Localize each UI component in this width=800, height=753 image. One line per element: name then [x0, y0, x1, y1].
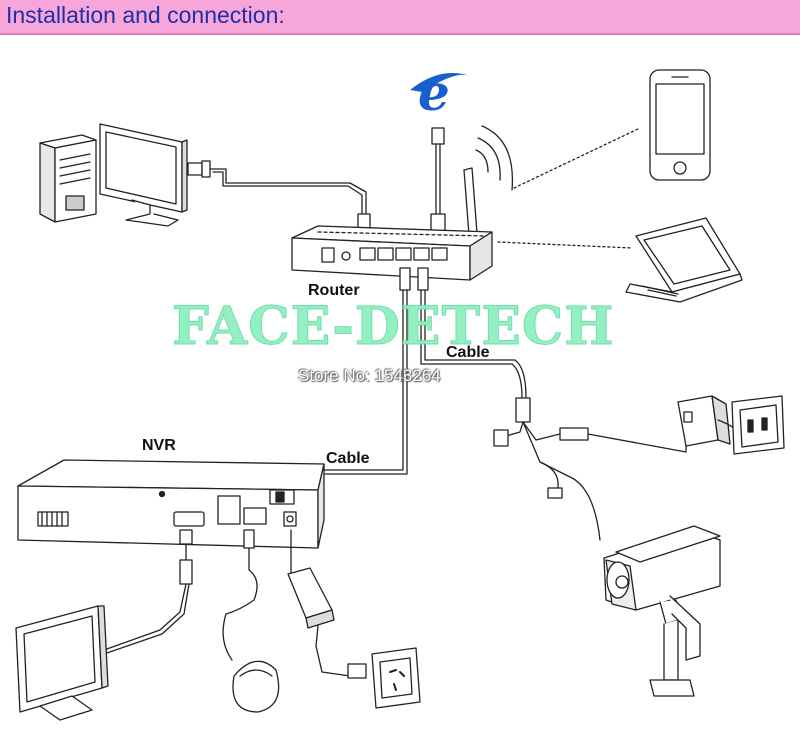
nvr-wall-socket-icon — [371, 647, 421, 709]
svg-text:e: e — [418, 63, 450, 122]
bullet-camera-icon — [603, 525, 721, 697]
lan-plug-icon — [187, 160, 371, 233]
camera-pigtail-cable — [493, 421, 687, 541]
internet-cable — [430, 127, 446, 233]
smartphone-icon — [649, 69, 711, 181]
wall-socket-icon — [731, 395, 785, 455]
router-to-camera-cable — [417, 267, 531, 423]
desktop-monitor-icon — [99, 123, 188, 227]
router-label: Router — [308, 282, 360, 299]
mouse-icon — [232, 660, 280, 713]
wireless-link-laptop — [497, 241, 633, 249]
cable-label-nvr: Cable — [326, 450, 370, 467]
wireless-link-phone — [513, 127, 641, 189]
nvr-icon — [17, 459, 325, 549]
antenna-icon — [463, 125, 514, 249]
vga-cable — [103, 529, 193, 655]
brand-watermark: FACE-DETECH — [171, 296, 615, 358]
laptop-icon — [625, 217, 743, 303]
nvr-label: NVR — [142, 437, 176, 454]
mouse-cable — [222, 529, 258, 661]
router-icon — [291, 225, 493, 281]
nvr-monitor-icon — [15, 605, 109, 721]
page-title: Installation and connection: — [6, 2, 285, 28]
cable-label-camera: Cable — [446, 344, 490, 361]
nvr-power-adapter-icon — [287, 529, 367, 679]
store-watermark: Store No: 1543264 — [298, 366, 441, 385]
internet-explorer-icon: e — [410, 63, 470, 122]
title-bar: Installation and connection: — [0, 0, 800, 35]
pc-tower-icon — [39, 134, 97, 223]
